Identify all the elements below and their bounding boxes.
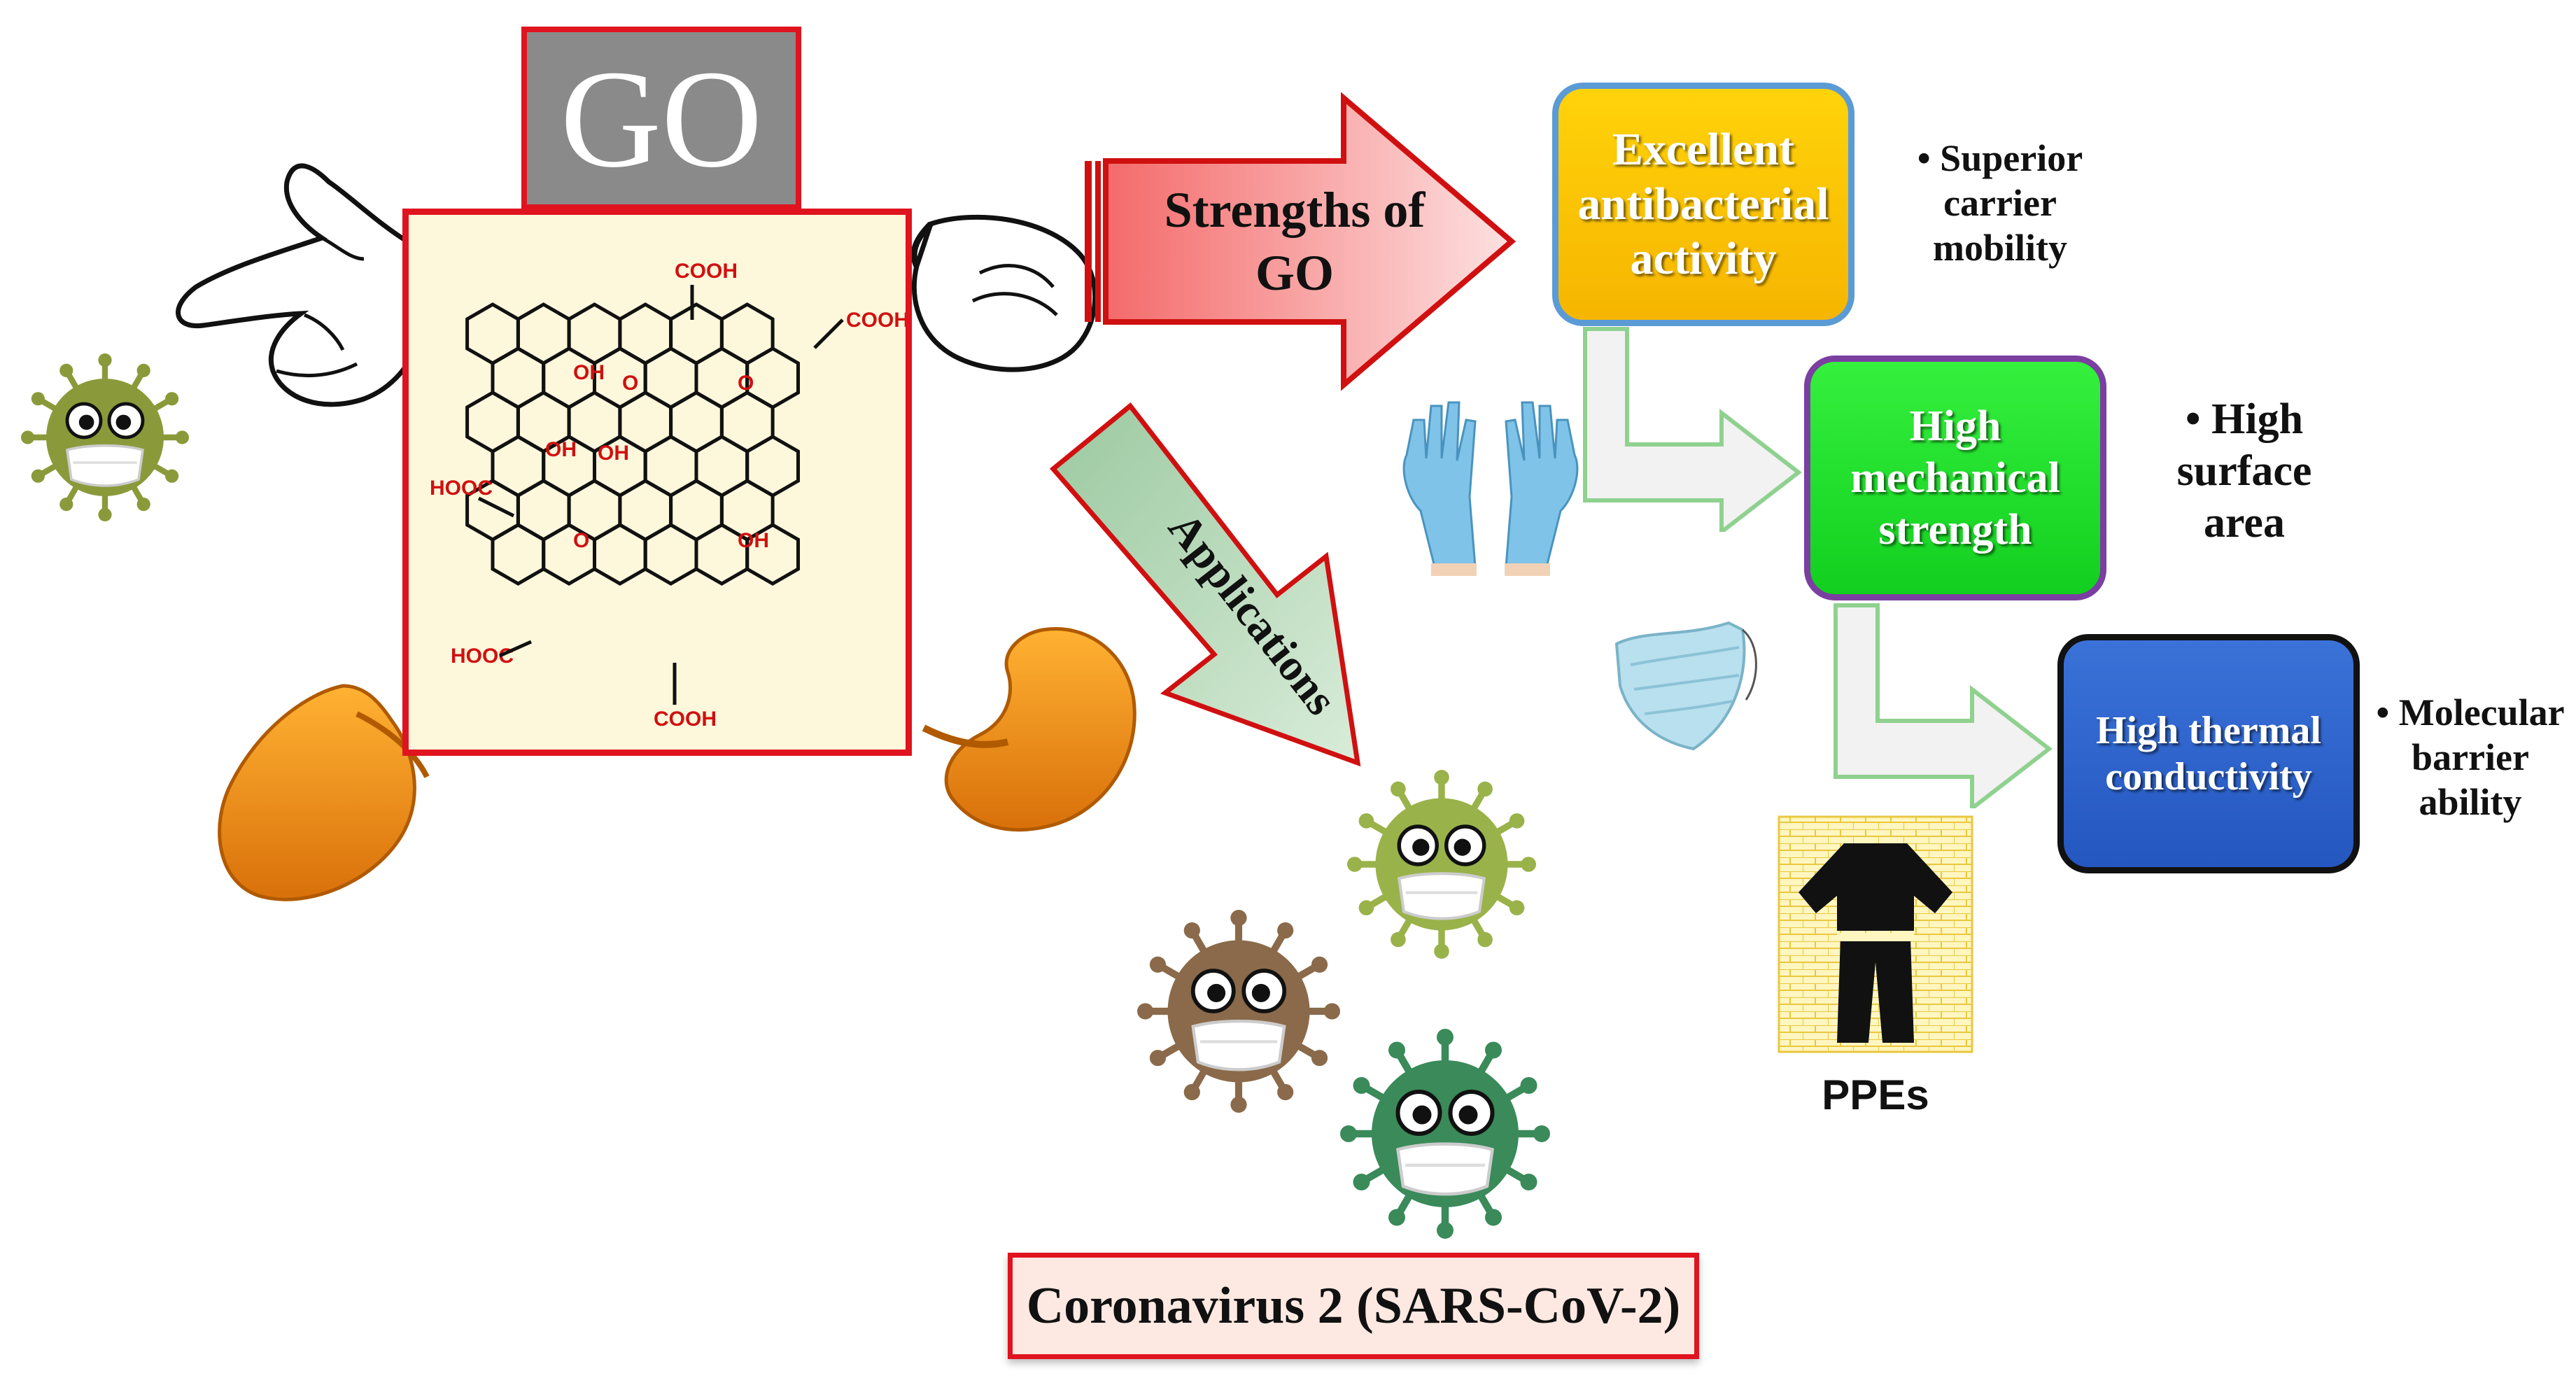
right-shoe-icon [922,627,1136,832]
go-title: GO [560,42,763,197]
coronavirus-label-box: Coronavirus 2 (SARS-CoV-2) [1008,1253,1699,1359]
bullet-surface-area: • High surface area [2176,395,2312,547]
strengths-arrow [1085,92,1516,391]
ppe-label: PPEs [1822,1071,1929,1118]
applications-arrow [1049,402,1361,767]
group-o-1: O [622,372,638,395]
property-label-antibacterial: Excellent antibacterial activity [1577,124,1829,284]
connector-arrow-1 [1583,327,1802,532]
group-oh-4: OH [738,529,769,552]
left-glove-icon [176,163,423,407]
lattice-hexagon [593,523,647,586]
strengths-label: Strengths of GO [1164,182,1426,301]
virus-icon [21,353,189,521]
face-mask-icon [1614,621,1757,751]
property-box-antibacterial: Excellent antibacterial activity [1552,83,1854,326]
property-label-mechanical: High mechanical strength [1850,402,2060,554]
bullet-barrier-ability: • Molecular barrier ability [2376,691,2565,823]
group-cooh-bottom: COOH [654,708,717,731]
right-glove-icon [910,214,1098,372]
property-label-thermal: High thermal conductivity [2096,709,2321,799]
go-title-box: GO [521,27,801,210]
group-o-3: O [573,529,589,552]
go-lattice-diagram: COOH COOH COOH HOOC HOOC OH OH OH OH O O… [430,260,906,731]
group-oh-2: OH [545,438,577,461]
virus-icon [1347,770,1536,959]
ppe-suit-icon [1778,815,1973,1053]
left-shoe-icon [218,684,430,901]
group-o-2: O [738,372,754,395]
property-box-thermal: High thermal conductivity [2057,634,2360,873]
group-cooh-top: COOH [675,260,738,283]
group-hooc-left1: HOOC [430,477,493,500]
lattice-hexagon [643,523,698,586]
gloves-icon [1402,401,1579,576]
property-box-mechanical: High mechanical strength [1804,356,2106,600]
virus-icon [1340,1029,1550,1239]
group-hooc-left2: HOOC [451,645,514,668]
group-cooh-right: COOH [846,309,906,332]
group-oh-1: OH [573,361,605,384]
go-structure-box: COOH COOH COOH HOOC HOOC OH OH OH OH O O… [402,209,912,756]
lattice-hexagon [745,523,800,586]
bullet-carrier-mobility: • Superior carrier mobility [1917,137,2083,269]
lattice-hexagon [491,523,546,586]
connector-arrow-2 [1834,603,2053,808]
group-oh-3: OH [598,442,629,465]
coronavirus-label: Coronavirus 2 (SARS-CoV-2) [1026,1277,1681,1335]
virus-icon [1137,910,1340,1113]
